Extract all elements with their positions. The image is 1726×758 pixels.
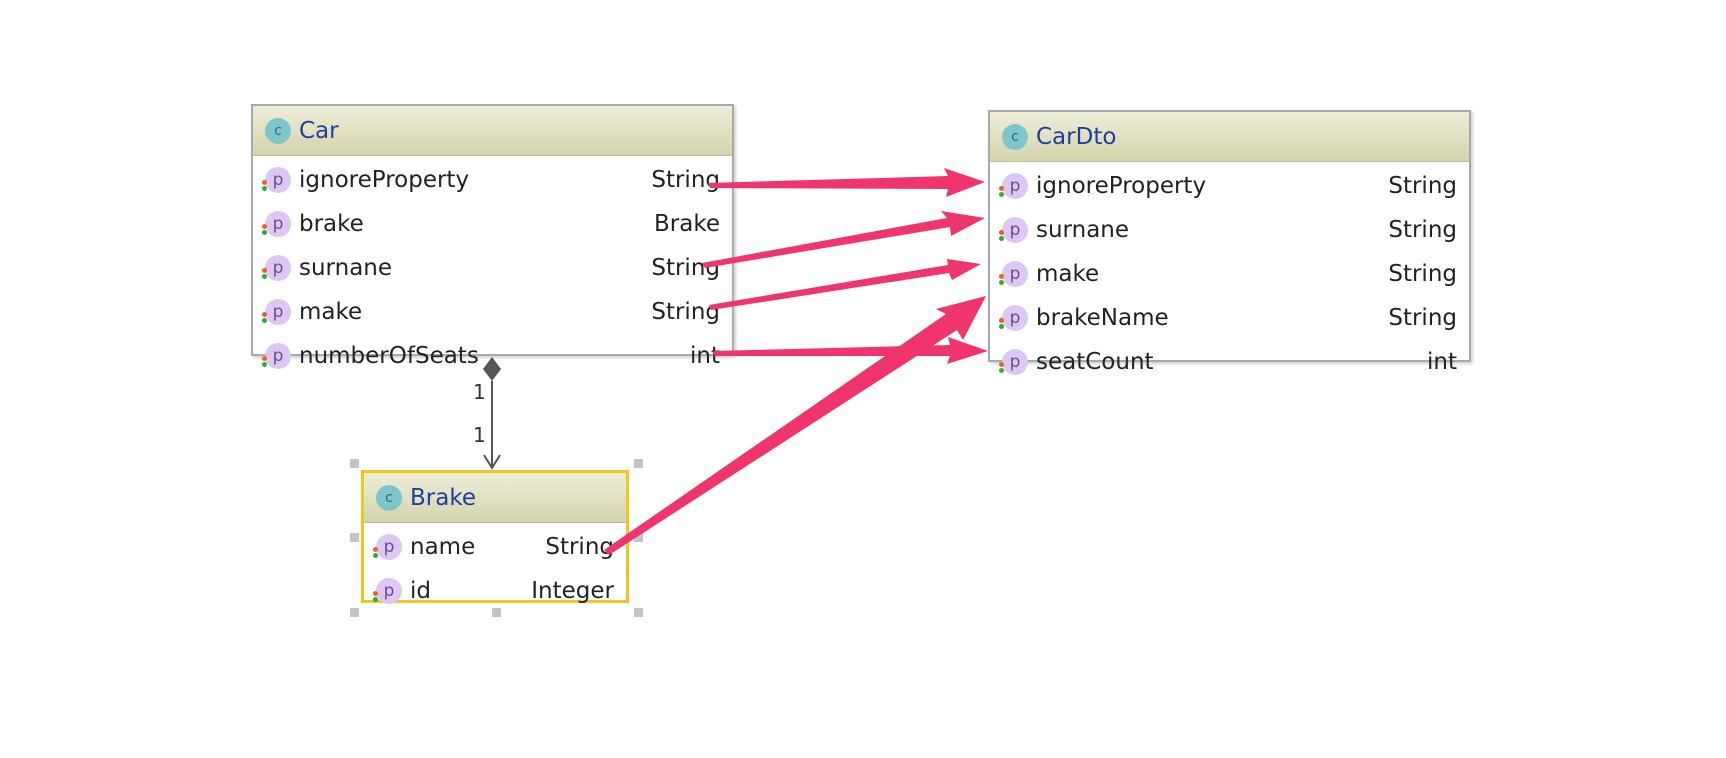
field-type: String	[1388, 305, 1457, 331]
class-name: Brake	[410, 484, 476, 511]
field-type: String	[545, 534, 614, 560]
field-name: surnane	[1036, 217, 1130, 243]
field-row[interactable]: p ignoreProperty String	[990, 164, 1469, 208]
field-type: int	[1427, 349, 1457, 375]
field-row[interactable]: p name String	[364, 525, 626, 569]
field-type: String	[1388, 217, 1457, 243]
field-list: p name String p id Integer	[364, 523, 626, 613]
property-p-icon: p	[262, 167, 291, 193]
field-row[interactable]: p numberOfSeats int	[253, 334, 732, 378]
field-row[interactable]: p brake Brake	[253, 202, 732, 246]
property-p-icon: p	[262, 343, 291, 369]
selection-handle[interactable]	[492, 608, 501, 617]
field-type: String	[1388, 173, 1457, 199]
selection-handle[interactable]	[350, 533, 359, 542]
field-name: numberOfSeats	[299, 343, 479, 369]
field-type: Integer	[531, 578, 614, 604]
class-name: Car	[299, 117, 339, 144]
field-row[interactable]: p surnane String	[253, 246, 732, 290]
class-header: c Car	[253, 106, 732, 156]
property-p-icon: p	[999, 173, 1028, 199]
class-c-icon: c	[1002, 123, 1028, 150]
field-name: seatCount	[1036, 349, 1154, 375]
class-box-car-dto[interactable]: c CarDto p ignoreProperty String p surna…	[988, 110, 1471, 375]
source-multiplicity: 1	[473, 380, 486, 404]
property-p-icon: p	[262, 255, 291, 281]
property-p-icon: p	[373, 534, 402, 560]
field-row[interactable]: p surnane String	[990, 208, 1469, 252]
composition-diamond-icon	[483, 357, 501, 381]
field-name: surnane	[299, 255, 393, 281]
field-name: brakeName	[1036, 305, 1169, 331]
mapping-arrow[interactable]	[709, 259, 981, 310]
class-header: c Brake	[364, 473, 626, 523]
field-name: name	[410, 534, 476, 560]
field-row[interactable]: p brakeName String	[990, 296, 1469, 340]
class-header: c CarDto	[990, 112, 1469, 162]
field-type: String	[651, 299, 720, 325]
class-name: CarDto	[1036, 123, 1117, 150]
field-type: String	[1388, 261, 1457, 287]
field-list: p ignoreProperty String p brake Brake p …	[253, 156, 732, 378]
field-type: Brake	[654, 211, 720, 237]
field-name: brake	[299, 211, 364, 237]
mapping-arrow[interactable]	[604, 296, 986, 555]
field-row[interactable]: p make String	[253, 290, 732, 334]
property-p-icon: p	[373, 578, 402, 604]
association-arrowhead	[483, 454, 501, 470]
field-row[interactable]: p id Integer	[364, 569, 626, 613]
field-name: ignoreProperty	[1036, 173, 1207, 199]
property-p-icon: p	[999, 305, 1028, 331]
selection-handle[interactable]	[634, 608, 643, 617]
field-name: ignoreProperty	[299, 167, 470, 193]
property-p-icon: p	[999, 217, 1028, 243]
field-type: String	[651, 167, 720, 193]
property-p-icon: p	[262, 211, 291, 237]
selection-handle[interactable]	[634, 533, 643, 542]
property-p-icon: p	[262, 299, 291, 325]
field-name: id	[410, 578, 431, 604]
selection-handle[interactable]	[350, 608, 359, 617]
target-multiplicity: 1	[473, 423, 486, 447]
field-name: make	[299, 299, 363, 325]
property-p-icon: p	[999, 349, 1028, 375]
mapping-arrow[interactable]	[713, 337, 988, 364]
selection-handle[interactable]	[350, 459, 359, 468]
field-row[interactable]: p make String	[990, 252, 1469, 296]
field-list: p ignoreProperty String p surnane String…	[990, 162, 1469, 384]
composition-association[interactable]	[483, 357, 501, 470]
class-c-icon: c	[376, 484, 402, 511]
class-box-car[interactable]: c Car p ignoreProperty String p brake Br…	[251, 104, 734, 369]
field-row[interactable]: p seatCount int	[990, 340, 1469, 384]
mapping-arrow[interactable]	[708, 168, 985, 197]
class-c-icon: c	[265, 117, 291, 144]
mapping-arrow[interactable]	[702, 211, 985, 268]
property-p-icon: p	[999, 261, 1028, 287]
field-row[interactable]: p ignoreProperty String	[253, 158, 732, 202]
mapping-arrows	[604, 168, 988, 555]
field-type: String	[651, 255, 720, 281]
selection-handle[interactable]	[634, 459, 643, 468]
field-name: make	[1036, 261, 1100, 287]
